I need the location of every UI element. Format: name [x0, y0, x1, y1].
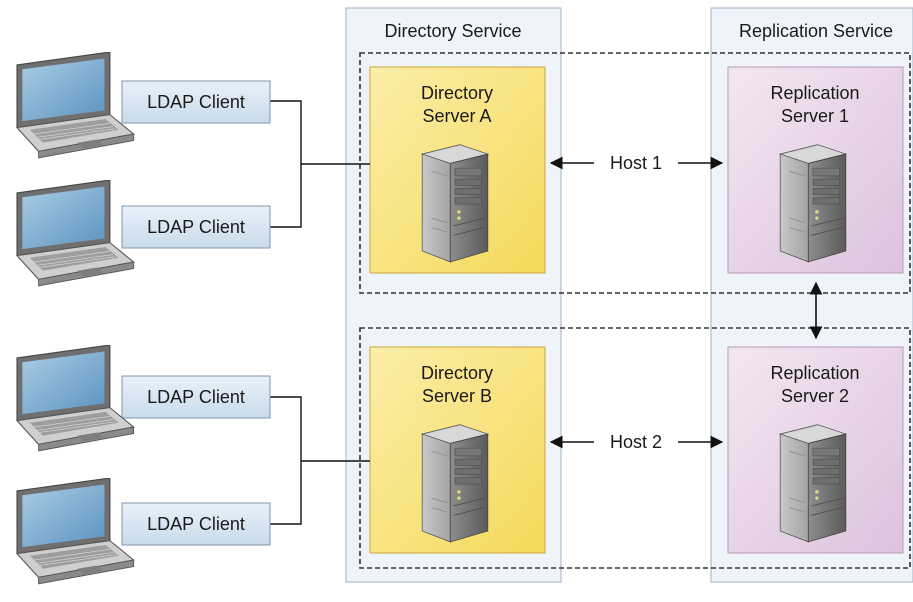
- laptop-icon: [16, 478, 135, 585]
- host-2-label: Host 2: [610, 432, 662, 452]
- server-tower-icon: [779, 424, 847, 543]
- directory-server-a-label-line1: Directory: [421, 83, 493, 103]
- client-connectors-top: [270, 100, 370, 228]
- host-2-boundary: [359, 327, 911, 569]
- server-tower-icon: [421, 424, 489, 543]
- directory-server-b-label-line1: Directory: [421, 363, 493, 383]
- ldap-client-label: LDAP Client: [147, 217, 245, 237]
- directory-server-a-label-line2: Server A: [422, 106, 491, 126]
- directory-service-title: Directory Service: [384, 21, 521, 41]
- ldap-client-label: LDAP Client: [147, 92, 245, 112]
- replication-server-2-label-line2: Server 2: [781, 386, 849, 406]
- host-1-boundary: [359, 52, 911, 294]
- laptop-icon: [16, 180, 135, 287]
- replication-server-1-label-line1: Replication: [770, 83, 859, 103]
- replication-server-1-label-line2: Server 1: [781, 106, 849, 126]
- ldap-client-label: LDAP Client: [147, 514, 245, 534]
- ldap-client-box: [121, 80, 271, 124]
- directory-server-b-label-line2: Server B: [422, 386, 492, 406]
- ldap-client-box: [121, 375, 271, 419]
- laptop-icon: [16, 345, 135, 452]
- server-tower-icon: [779, 144, 847, 263]
- ldap-client-box: [121, 205, 271, 249]
- client-connectors-bottom: [270, 396, 370, 525]
- ldap-client-box: [121, 502, 271, 546]
- replication-server-2-label-line1: Replication: [770, 363, 859, 383]
- replication-service-title: Replication Service: [739, 21, 893, 41]
- ldap-client-label: LDAP Client: [147, 387, 245, 407]
- server-tower-icon: [421, 144, 489, 263]
- laptop-icon: [16, 52, 135, 159]
- host-1-label: Host 1: [610, 153, 662, 173]
